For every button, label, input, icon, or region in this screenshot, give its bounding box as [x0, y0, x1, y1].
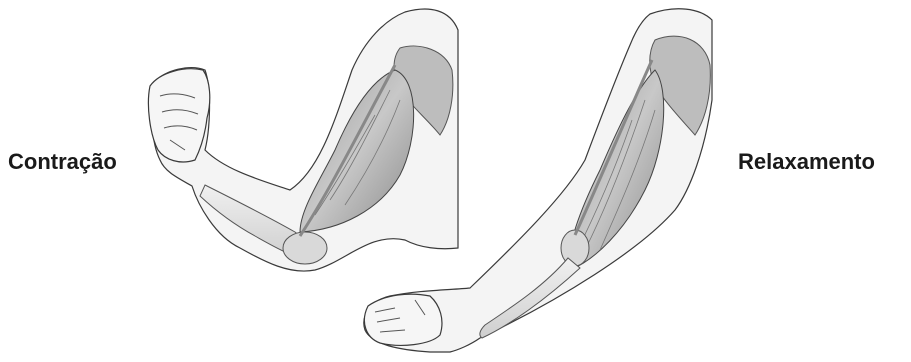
- contracted-arm: [148, 9, 458, 271]
- relaxed-hand: [364, 294, 442, 345]
- contracted-elbow: [283, 232, 327, 264]
- contracted-fist: [148, 69, 209, 162]
- relaxation-label: Relaxamento: [738, 149, 875, 175]
- contraction-label: Contração: [8, 149, 117, 175]
